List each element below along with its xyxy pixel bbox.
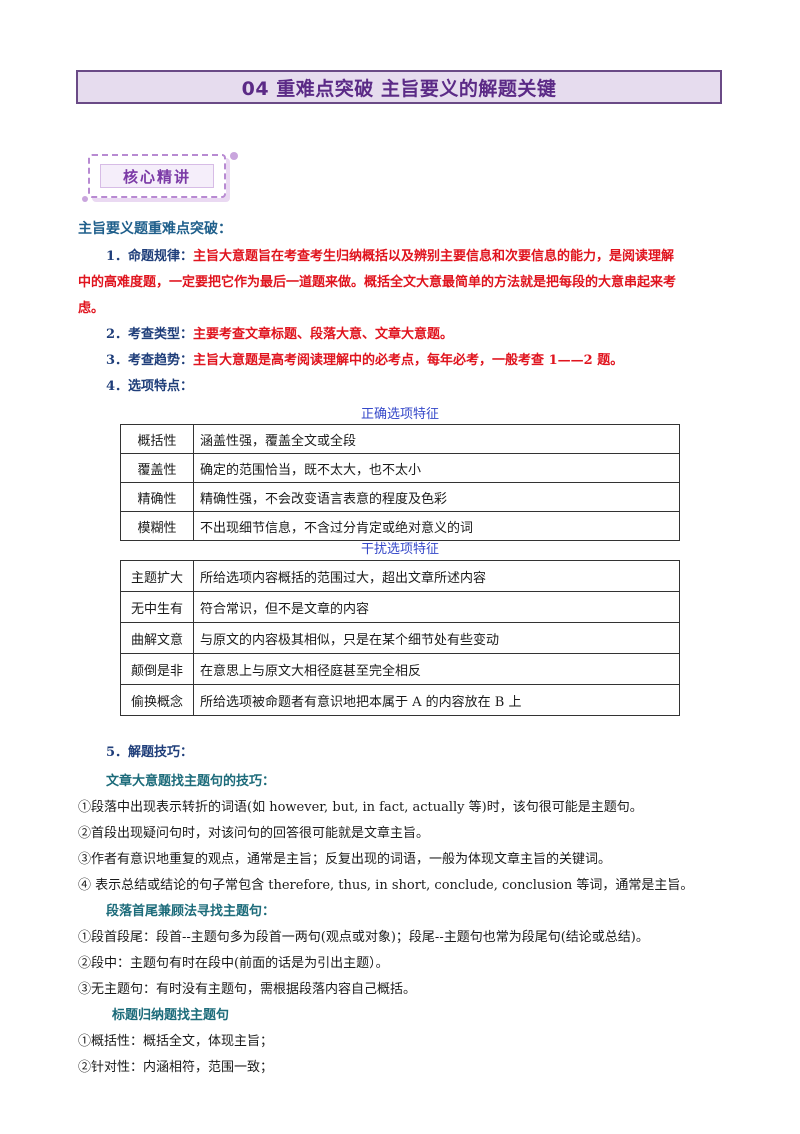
tip-line: ②针对性：内涵相符，范围一致；: [78, 1060, 274, 1075]
table-row: 精确性精确性强，不会改变语言表意的程度及色彩: [120, 482, 680, 512]
point-1: 1．命题规律：主旨大意题旨在考查考生归纳概括以及辨别主要信息和次要信息的能力，是…: [78, 244, 728, 322]
point-1-text-line1: 主旨大意题旨在考查考生归纳概括以及辨别主要信息和次要信息的能力，是阅读理解: [193, 249, 675, 264]
point-3-text: 主旨大意题是高考阅读理解中的必考点，每年必考，一般考查 1——2 题。: [193, 353, 624, 368]
table-cell-value: 所给选项被命题者有意识地把本属于 A 的内容放在 B 上: [193, 684, 680, 716]
table-cell-value: 涵盖性强，覆盖全文或全段: [193, 424, 680, 454]
badge-label: 核心精讲: [122, 167, 191, 186]
table-row: 曲解文意与原文的内容极其相似，只是在某个细节处有些变动: [120, 622, 680, 654]
tip-line: ①概括性：概括全文，体现主旨；: [78, 1034, 274, 1049]
tip-line: ②首段出现疑问句时，对该问句的回答很可能就是文章主旨。: [78, 826, 430, 841]
point-3: 3．考查趋势：主旨大意题是高考阅读理解中的必考点，每年必考，一般考查 1——2 …: [78, 348, 756, 374]
table-cell-key: 颠倒是非: [120, 653, 194, 685]
tip-line: ④ 表示总结或结论的句子常包含 therefore, thus, in shor…: [78, 878, 694, 893]
section-badge: 核心精讲: [82, 150, 242, 210]
point-4: 4．选项特点：: [78, 374, 756, 400]
table2-caption: 干扰选项特征: [360, 542, 439, 557]
table-row: 模糊性不出现细节信息，不含过分肯定或绝对意义的词: [120, 511, 680, 541]
correct-option-table: 概括性涵盖性强，覆盖全文或全段 覆盖性确定的范围恰当，既不太大，也不太小 精确性…: [120, 424, 680, 541]
tip-line: ①段落中出现表示转折的词语(如 however, but, in fact, a…: [78, 800, 643, 815]
point-5: 5．解题技巧：: [78, 740, 756, 766]
tips-heading-2: 段落首尾兼顾法寻找主题句：: [106, 904, 276, 919]
point-5-label: 5．解题技巧：: [106, 745, 194, 760]
badge-inner: 核心精讲: [100, 164, 214, 188]
table-cell-key: 偷换概念: [120, 684, 194, 716]
point-3-label: 3．考查趋势：: [106, 353, 194, 368]
tip-line: ③无主题句：有时没有主题句，需根据段落内容自己概括。: [78, 982, 417, 997]
tips-heading-3: 标题归纳题找主题句: [112, 1008, 230, 1023]
decor-dot-icon: [82, 196, 88, 202]
table-cell-key: 概括性: [120, 424, 194, 454]
table-cell-key: 覆盖性: [120, 453, 194, 483]
tip-line: ②段中：主题句有时在段中(前面的话是为引出主题）。: [78, 956, 389, 971]
table-cell-key: 曲解文意: [120, 622, 194, 654]
section-heading: 主旨要义题重难点突破：: [78, 221, 232, 237]
table-cell-value: 确定的范围恰当，既不太大，也不太小: [193, 453, 680, 483]
table-row: 偷换概念所给选项被命题者有意识地把本属于 A 的内容放在 B 上: [120, 684, 680, 716]
table-row: 主题扩大所给选项内容概括的范围过大，超出文章所述内容: [120, 560, 680, 592]
point-1-text-line3: 虑。: [78, 301, 105, 316]
table-cell-key: 无中生有: [120, 591, 194, 623]
table-cell-key: 主题扩大: [120, 560, 194, 592]
tip-line: ①段首段尾：段首--主题句多为段首一两句(观点或对象)；段尾--主题句也常为段尾…: [78, 930, 649, 945]
point-2: 2．考查类型：主要考查文章标题、段落大意、文章大意题。: [78, 322, 756, 348]
document-title-bar: 04 重难点突破 主旨要义的解题关键: [76, 70, 722, 104]
table-row: 覆盖性确定的范围恰当，既不太大，也不太小: [120, 453, 680, 483]
table-cell-value: 不出现细节信息，不含过分肯定或绝对意义的词: [193, 511, 680, 541]
tips-heading-1: 文章大意题找主题句的技巧：: [106, 774, 276, 789]
table-cell-value: 符合常识，但不是文章的内容: [193, 591, 680, 623]
table-cell-value: 与原文的内容极其相似，只是在某个细节处有些变动: [193, 622, 680, 654]
table-cell-value: 精确性强，不会改变语言表意的程度及色彩: [193, 482, 680, 512]
table-row: 无中生有符合常识，但不是文章的内容: [120, 591, 680, 623]
distractor-option-table: 主题扩大所给选项内容概括的范围过大，超出文章所述内容 无中生有符合常识，但不是文…: [120, 560, 680, 716]
decor-dot-icon: [230, 152, 238, 160]
table-row: 颠倒是非在意思上与原文大相径庭甚至完全相反: [120, 653, 680, 685]
table-cell-key: 模糊性: [120, 511, 194, 541]
point-4-label: 4．选项特点：: [106, 379, 194, 394]
point-2-label: 2．考查类型：: [106, 327, 194, 342]
point-1-label: 1．命题规律：: [106, 249, 194, 264]
table-row: 概括性涵盖性强，覆盖全文或全段: [120, 424, 680, 454]
point-2-text: 主要考查文章标题、段落大意、文章大意题。: [193, 327, 454, 342]
document-title: 04 重难点突破 主旨要义的解题关键: [241, 77, 557, 100]
table-cell-value: 在意思上与原文大相径庭甚至完全相反: [193, 653, 680, 685]
tip-line: ③作者有意识地重复的观点，通常是主旨；反复出现的词语，一般为体现文章主旨的关键词…: [78, 852, 612, 867]
point-1-text-line2: 中的高难度题，一定要把它作为最后一道题来做。概括全文大意最简单的方法就是把每段的…: [78, 275, 677, 290]
badge-frame: 核心精讲: [88, 154, 226, 198]
table-cell-value: 所给选项内容概括的范围过大，超出文章所述内容: [193, 560, 680, 592]
table1-caption: 正确选项特征: [360, 407, 439, 422]
table-cell-key: 精确性: [120, 482, 194, 512]
